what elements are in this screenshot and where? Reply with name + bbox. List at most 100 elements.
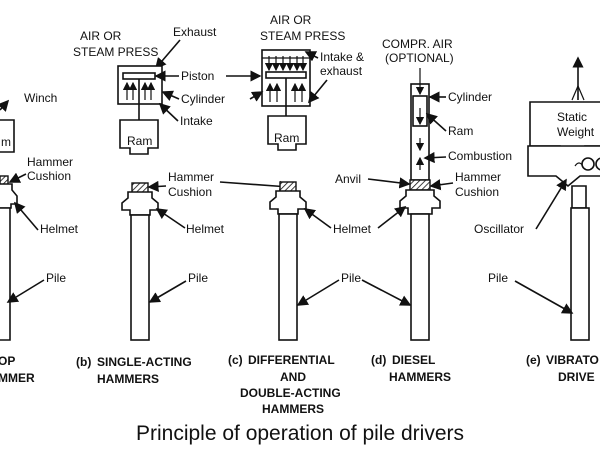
b-air-label-1: AIR OR: [80, 29, 122, 43]
c-helmet-leader: [303, 208, 332, 229]
e-eccentric-weight-2: [595, 157, 600, 171]
c-intake-leader-2: [307, 79, 328, 104]
caption-b-line2: HAMMERS: [97, 372, 159, 386]
b-exhaust-label: Exhaust: [173, 25, 217, 39]
c-intake-leader-1: [304, 51, 319, 62]
b-intake-label: Intake: [180, 114, 213, 128]
e-oscillator-leader: [535, 178, 567, 230]
e-oscillator-label: Oscillator: [474, 222, 524, 236]
b-helmet-leader: [155, 208, 186, 229]
b-cylinder: [117, 65, 163, 105]
b-ram: [119, 119, 159, 155]
b-piston: [122, 72, 156, 80]
c-pile: [278, 213, 298, 341]
b-hammer-cushion-label-1: Hammer: [168, 170, 214, 184]
e-static-weight-label-2: Weight: [557, 125, 595, 139]
c-pile-label: Pile: [341, 271, 361, 285]
d-hammer-cushion: [409, 179, 431, 191]
d-pile-leader: [361, 279, 412, 306]
caption-c-line2: AND: [280, 370, 306, 384]
panel-c-differential: AIR OR STEAM PRESS Intake & exhaust Ram …: [226, 13, 372, 416]
winch-label: Winch: [24, 91, 57, 105]
e-pile: [570, 207, 590, 341]
e-lift-line-2: [577, 85, 585, 101]
b-helmet: [121, 191, 159, 216]
caption-d-line1: DIESEL: [392, 353, 435, 367]
e-lift-line-1: [571, 85, 579, 101]
b-piston-label: Piston: [181, 69, 214, 83]
d-ram-leader: [425, 112, 447, 132]
drop-pile-label: Pile: [46, 271, 66, 285]
e-pile-label: Pile: [488, 271, 508, 285]
d-cylinder-label: Cylinder: [448, 90, 492, 104]
caption-a-line1: OP: [0, 354, 15, 368]
b-intake-leader: [158, 102, 179, 122]
c-air-label-1: AIR OR: [270, 13, 312, 27]
e-oscillator-body: [527, 145, 600, 188]
c-piston: [265, 71, 307, 79]
drop-helmet-leader: [13, 201, 39, 231]
d-hammer-cushion-label-2: Cushion: [455, 185, 499, 199]
panel-b-single-acting: AIR OR STEAM PRESS Exhaust Piston Cylind…: [73, 25, 225, 386]
caption-e-line2: DRIVE: [558, 370, 595, 384]
c-helmet-label: Helmet: [333, 222, 372, 236]
caption-d-letter: (d): [371, 353, 386, 367]
c-intake-exhaust-label-2: exhaust: [320, 64, 363, 78]
b-pile-leader: [148, 280, 187, 303]
drop-cushion-leader: [8, 172, 27, 183]
e-clamp: [571, 185, 587, 209]
d-helmet-leader: [377, 206, 407, 229]
drop-helmet-label: Helmet: [40, 222, 79, 236]
panel-e-vibratory: Static Weight Oscillator Pile (e) VIBRAT…: [474, 56, 600, 384]
drop-pile-leader: [6, 279, 45, 303]
d-helmet: [399, 189, 441, 215]
d-combustion-leader: [423, 151, 447, 164]
b-air-label-2: STEAM PRESS: [73, 45, 158, 59]
drop-ram-label: m: [1, 135, 11, 149]
caption-c-line1: DIFFERENTIAL: [248, 353, 335, 367]
caption-c-line4: HAMMERS: [262, 402, 324, 416]
c-ram: [267, 115, 307, 151]
d-combustion-label: Combustion: [448, 149, 512, 163]
caption-b-line1: SINGLE-ACTING: [97, 355, 192, 369]
drop-helmet: [0, 183, 18, 209]
c-ram-label: Ram: [274, 131, 299, 145]
d-cushion-leader: [429, 179, 454, 191]
d-compr-label-2: (OPTIONAL): [385, 51, 454, 65]
shared-cushion-leader: [219, 180, 291, 192]
caption-a-line2: MMER: [0, 371, 35, 385]
c-helmet: [269, 190, 307, 215]
b-exhaust-leader: [154, 39, 181, 70]
b-ram-label: Ram: [127, 134, 152, 148]
caption-c-letter: (c): [228, 353, 243, 367]
diagram-title: Principle of operation of pile drivers: [136, 422, 464, 445]
b-cylinder-label: Cylinder: [181, 92, 225, 106]
drop-ram-block: [0, 119, 15, 153]
drop-hammer-cushion-label-2: Cushion: [27, 169, 71, 183]
b-helmet-label: Helmet: [186, 222, 225, 236]
c-air-label-2: STEAM PRESS: [260, 29, 345, 43]
e-pile-leader: [514, 280, 574, 314]
d-ram-label: Ram: [448, 124, 473, 138]
e-static-weight-label-1: Static: [557, 110, 587, 124]
c-pile-leader: [296, 279, 340, 306]
c-intake-exhaust-label-1: Intake &: [320, 50, 364, 64]
b-cushion-leader: [147, 180, 167, 193]
winch-leader: [0, 99, 10, 112]
d-anvil-label: Anvil: [335, 172, 361, 186]
panel-a-drop-hammer: Winch m Hammer Cushion Helmet Pile OP MM…: [0, 91, 79, 385]
drop-pile: [0, 207, 11, 341]
caption-c-line3: DOUBLE-ACTING: [240, 386, 341, 400]
b-pile-label: Pile: [188, 271, 208, 285]
drop-hammer-cushion-label-1: Hammer: [27, 155, 73, 169]
b-hammer-cushion-label-2: Cushion: [168, 185, 212, 199]
d-pile: [410, 213, 430, 341]
e-eccentric-weight-1: [581, 157, 595, 171]
d-compr-label-1: COMPR. AIR: [382, 37, 453, 51]
caption-b-letter: (b): [76, 355, 91, 369]
d-anvil-leader: [367, 177, 411, 189]
caption-e-letter: (e): [526, 353, 541, 367]
b-pile: [130, 214, 150, 341]
